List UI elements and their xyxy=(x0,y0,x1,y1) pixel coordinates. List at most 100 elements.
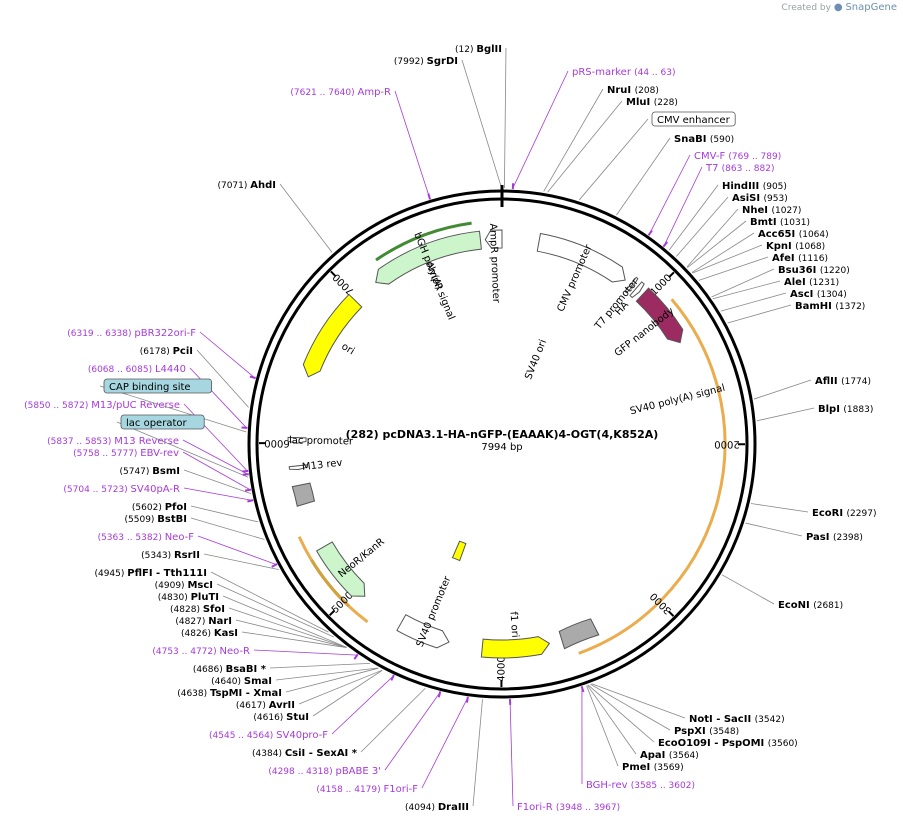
tick-mark xyxy=(667,610,675,617)
site-aflii[interactable]: AflII (1774) xyxy=(815,376,871,387)
site-pcii[interactable]: (6178) PciI xyxy=(140,346,193,357)
site-bglii[interactable]: (12) BglII xyxy=(455,44,502,55)
feature-shape xyxy=(375,230,482,285)
site-blpi[interactable]: BlpI (1883) xyxy=(818,404,873,415)
site-pos: (4617) xyxy=(236,701,269,711)
site-m13-puc-reverse[interactable]: (5850 .. 5872) M13/pUC Reverse xyxy=(24,400,180,411)
site-name: T7 xyxy=(705,163,722,174)
site-bsmi[interactable]: (5747) BsmI xyxy=(119,466,180,477)
site-noti-sacii[interactable]: NotI - SacII (3542) xyxy=(689,714,785,725)
tick-mark xyxy=(668,271,675,278)
site-afei[interactable]: AfeI (1116) xyxy=(772,253,828,264)
feature-m13-rev[interactable]: M13 rev xyxy=(288,458,343,474)
site-leader xyxy=(686,208,739,268)
primer-mark xyxy=(242,473,249,476)
site-econi[interactable]: EcoNI (2681) xyxy=(778,600,843,611)
site-pspxi[interactable]: PspXI (3548) xyxy=(674,726,739,737)
site-leader xyxy=(461,59,502,189)
feature-shape xyxy=(480,636,551,659)
site-nhei[interactable]: NheI (1027) xyxy=(742,205,801,216)
site-neo-f[interactable]: (5363 .. 5382) Neo-F xyxy=(98,532,195,543)
site-apai[interactable]: ApaI (3564) xyxy=(640,750,699,761)
site-alei[interactable]: AleI (1231) xyxy=(784,277,839,288)
feature-neor-kanr[interactable]: NeoR/KanR xyxy=(315,536,387,597)
site-pbabe-3[interactable]: (4298 .. 4318) pBABE 3' xyxy=(268,766,381,777)
site-leader xyxy=(687,220,747,268)
site-pfoi[interactable]: (5602) PfoI xyxy=(132,502,187,513)
site-bsabi[interactable]: (4686) BsaBI * xyxy=(193,664,267,675)
feature-lac-promoter[interactable]: lac promoter xyxy=(287,435,354,447)
site-cap-binding-site[interactable]: CAP binding site xyxy=(103,378,212,394)
site-csii-sexai[interactable]: (4384) CsiI - SexAI * xyxy=(252,748,358,759)
site-bmti[interactable]: BmtI (1031) xyxy=(750,217,810,228)
site-leader xyxy=(698,256,769,281)
site-bamhi[interactable]: BamHI (1372) xyxy=(795,301,865,312)
site-leader xyxy=(360,687,426,753)
feature-t7-promoter[interactable]: T7 promoter xyxy=(592,276,641,332)
site-pos: (208) xyxy=(635,86,659,96)
site-stui[interactable]: (4616) StuI xyxy=(253,712,309,723)
site-text: (4686) BsaBI * xyxy=(193,664,267,675)
site-kpni[interactable]: KpnI (1068) xyxy=(766,241,825,252)
site-cmv-enhancer[interactable]: CMV enhancer xyxy=(651,111,736,127)
site-tspmi-xmai[interactable]: (4638) TspMI - XmaI xyxy=(177,688,282,699)
site-lac-operator[interactable]: lac operator xyxy=(120,414,205,430)
feature-ori[interactable]: ori xyxy=(302,293,363,378)
site-name: AfeI xyxy=(772,253,798,264)
site-smai[interactable]: (4640) SmaI xyxy=(211,676,272,687)
site-snabi[interactable]: SnaBI (590) xyxy=(674,134,734,145)
site-pasi[interactable]: PasI (2398) xyxy=(806,532,863,543)
site-nari[interactable]: (4827) NarI xyxy=(175,616,232,627)
feature-sv40-promoter[interactable]: SV40 promoter xyxy=(396,574,454,649)
site-text: T7 (863 .. 882) xyxy=(705,163,774,174)
site-ecoo109i-pspomi[interactable]: EcoO109I - PspOMI (3560) xyxy=(658,738,798,749)
site-sfoi[interactable]: (4828) SfoI xyxy=(170,604,225,615)
feature-ampr-promoter[interactable]: AmpR promoter xyxy=(484,223,503,304)
site-text: (5837 .. 5853) M13 Reverse xyxy=(47,436,179,447)
site-asisi[interactable]: AsiSI (953) xyxy=(732,193,788,204)
site-mlui[interactable]: MluI (228) xyxy=(626,97,678,108)
site-kasi[interactable]: (4826) KasI xyxy=(181,628,238,639)
site-draiii[interactable]: (4094) DraIII xyxy=(405,802,469,813)
site-t7[interactable]: T7 (863 .. 882) xyxy=(705,163,774,174)
site-pflfi-tth111i[interactable]: (4945) PflFI - Tth111I xyxy=(94,568,207,579)
site-m13-reverse[interactable]: (5837 .. 5853) M13 Reverse xyxy=(47,436,179,447)
site-pluti[interactable]: (4830) PluTI xyxy=(158,592,219,603)
site-leader xyxy=(182,451,251,491)
site-pos: (228) xyxy=(654,98,678,108)
site-pbr322ori-f[interactable]: (6319 .. 6338) pBR322ori-F xyxy=(67,328,196,339)
site-asci[interactable]: AscI (1304) xyxy=(790,289,847,300)
site-rsrii[interactable]: (5343) RsrII xyxy=(141,550,200,561)
site-cmv-f[interactable]: CMV-F (769 .. 789) xyxy=(694,151,781,162)
primer-mark xyxy=(466,696,469,703)
site-avrii[interactable]: (4617) AvrII xyxy=(236,700,295,711)
site-pos: (4638) xyxy=(177,689,210,699)
site-leader xyxy=(472,699,483,807)
feature-f1-ori[interactable]: f1 ori xyxy=(480,611,551,659)
feature-label: SV40 poly(A) signal xyxy=(629,383,726,418)
brand-created-by: Created by xyxy=(781,3,831,13)
site-bgh-rev[interactable]: BGH-rev (3585 .. 3602) xyxy=(586,780,695,791)
site-prs-marker[interactable]: pRS-marker (44 .. 63) xyxy=(572,67,675,78)
site-f1ori-f[interactable]: (4158 .. 4179) F1ori-F xyxy=(316,784,418,795)
site-ebv-rev[interactable]: (5758 .. 5777) EBV-rev xyxy=(73,448,179,459)
site-neo-r[interactable]: (4753 .. 4772) Neo-R xyxy=(152,646,250,657)
site-nrui[interactable]: NruI (208) xyxy=(607,85,659,96)
site-ahdi[interactable]: (7071) AhdI xyxy=(217,180,276,191)
site-acc65i[interactable]: Acc65I (1064) xyxy=(758,229,829,240)
site-ecori[interactable]: EcoRI (2297) xyxy=(812,508,876,519)
site-amp-r[interactable]: (7621 .. 7640) Amp-R xyxy=(290,87,391,98)
site-f1ori-r[interactable]: F1ori-R (3948 .. 3967) xyxy=(517,802,620,813)
site-sv40pro-f[interactable]: (4545 .. 4564) SV40pro-F xyxy=(209,730,328,741)
site-leader xyxy=(691,232,755,273)
site-sgrdi[interactable]: (7992) SgrDI xyxy=(394,56,458,67)
site-bstbi[interactable]: (5509) BstBI xyxy=(125,514,188,525)
site-text: BlpI (1883) xyxy=(818,404,873,415)
site-l4440[interactable]: (6068 .. 6085) L4440 xyxy=(88,364,186,375)
site-leader xyxy=(676,196,729,257)
site-bsu36i[interactable]: Bsu36I (1220) xyxy=(778,265,850,276)
site-sv40pa-r[interactable]: (5704 .. 5723) SV40pA-R xyxy=(63,484,180,495)
site-msci[interactable]: (4909) MscI xyxy=(155,580,213,591)
site-pmei[interactable]: PmeI (3569) xyxy=(622,762,684,773)
site-hindiii[interactable]: HindIII (905) xyxy=(722,181,787,192)
